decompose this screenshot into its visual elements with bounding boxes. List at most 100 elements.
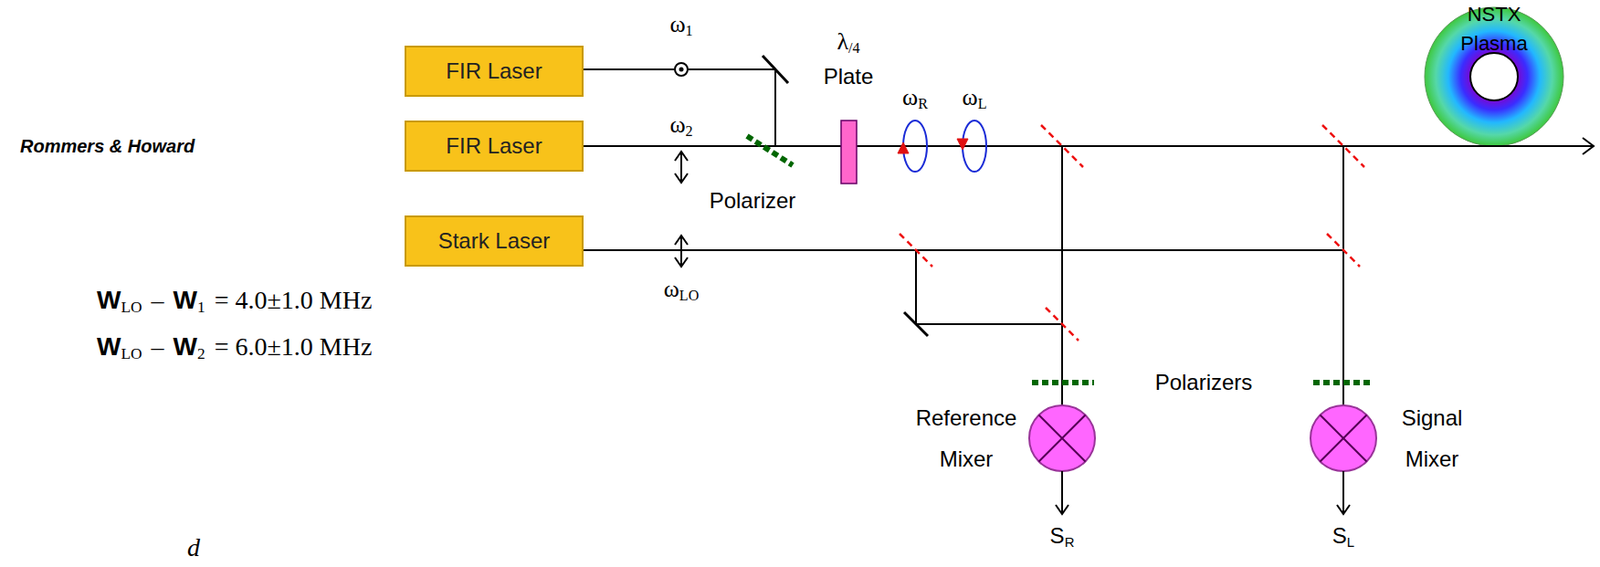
polarization-dot — [679, 67, 685, 73]
arrow-head — [674, 173, 688, 183]
label-text: W — [173, 332, 198, 361]
quarter-wave-plate — [841, 120, 857, 184]
label-group: Plate — [823, 64, 874, 89]
label-group: Reference — [915, 406, 1018, 431]
label-text: = 6.0±1.0 MHz — [214, 332, 373, 361]
label-text: Rommers & Howard — [20, 136, 195, 157]
label-group: WLO–W2= 6.0±1.0 MHz — [96, 333, 372, 363]
label-group: Mixer — [939, 447, 994, 472]
laser-box: FIR Laser — [404, 120, 584, 172]
arrow-head — [674, 235, 688, 245]
mixer-cross — [1039, 415, 1086, 463]
mirror — [904, 312, 928, 337]
laser-name: Stark Laser — [438, 228, 551, 254]
mixer — [1310, 405, 1377, 472]
mirror — [762, 55, 789, 84]
beam-splitter — [1322, 125, 1365, 168]
label-text: Plate — [823, 63, 874, 89]
subscript: /4 — [848, 40, 861, 56]
mixer-output — [1342, 471, 1345, 514]
polarization-arrow — [680, 151, 683, 183]
subscript: R — [917, 95, 928, 112]
label-text: ω — [902, 84, 918, 111]
polarizer — [747, 136, 793, 166]
subscript: LO — [120, 298, 142, 316]
label-text: – — [151, 332, 165, 361]
nstx-plasma — [1424, 7, 1564, 147]
subscript: 1 — [685, 22, 694, 39]
label-text: Signal — [1401, 405, 1464, 431]
beam-splitter — [1326, 233, 1360, 267]
arrow-head — [1336, 505, 1350, 515]
polarizer — [1313, 379, 1374, 386]
label-text: Mixer — [1405, 446, 1460, 472]
label-group: Rommers & Howard — [20, 136, 195, 157]
label-text: W — [96, 285, 121, 315]
label-text: NSTX — [1467, 2, 1522, 26]
mixer-cross — [1039, 415, 1086, 463]
arrow-head — [1055, 505, 1069, 515]
circular-polarization — [903, 120, 927, 172]
label-group: Mixer — [1405, 447, 1460, 472]
laser-name: FIR Laser — [445, 133, 542, 159]
label-text: ω — [669, 10, 685, 38]
lo-reference-beam — [915, 250, 1063, 325]
laser-box: FIR Laser — [404, 45, 584, 97]
label-group: ωL — [962, 84, 988, 113]
label-group: Plasma — [1460, 32, 1527, 55]
label-text: λ — [836, 28, 849, 55]
subscript: LO — [679, 287, 699, 304]
label-group: SL — [1332, 524, 1355, 550]
subscript: 1 — [197, 298, 206, 316]
subscript: R — [1064, 535, 1075, 550]
subscript: 2 — [685, 123, 694, 139]
label-text: Plasma — [1460, 31, 1527, 55]
label-text: Polarizers — [1155, 369, 1253, 395]
lo-beam — [583, 249, 1344, 252]
label-text: S — [1332, 523, 1348, 548]
label-group: d — [187, 534, 200, 563]
label-group: ωLO — [663, 276, 700, 305]
signal-beam — [1342, 146, 1345, 406]
label-text: ω — [962, 84, 979, 111]
label-text: ω — [663, 275, 680, 303]
laser1-beam — [583, 69, 776, 147]
arrow-head — [674, 257, 688, 267]
label-group: SR — [1050, 524, 1075, 550]
mixer-output — [1061, 471, 1064, 514]
beam-splitter — [1045, 307, 1079, 341]
label-text: d — [187, 533, 200, 562]
label-group: ωR — [902, 84, 928, 113]
label-text: Reference — [915, 405, 1018, 431]
subscript: LO — [120, 345, 142, 363]
label-group: NSTX — [1467, 3, 1522, 26]
label-text: = 4.0±1.0 MHz — [214, 285, 373, 315]
polarizer — [1031, 379, 1095, 386]
mixer — [1029, 405, 1095, 472]
subscript: L — [978, 95, 988, 112]
label-group: Polarizer — [709, 189, 797, 213]
label-text: S — [1050, 523, 1065, 548]
label-text: – — [151, 285, 165, 315]
label-group: ω2 — [669, 112, 693, 140]
label-group: λ/4 — [836, 29, 860, 57]
label-group: WLO–W1= 4.0±1.0 MHz — [96, 286, 372, 316]
subscript: 2 — [197, 345, 206, 363]
label-text: W — [173, 285, 198, 315]
label-text: Mixer — [939, 446, 994, 472]
laser-box: Stark Laser — [404, 215, 584, 267]
arrow-head — [674, 151, 688, 161]
circular-polarization — [962, 120, 987, 172]
label-text: ω — [669, 111, 685, 138]
mixer-cross — [1320, 415, 1368, 463]
label-group: ω1 — [669, 11, 693, 40]
rotation-arrow — [957, 138, 969, 150]
reference-beam — [1061, 146, 1064, 406]
polarization-arrow — [680, 235, 683, 267]
beam-splitter — [899, 233, 933, 267]
label-text: Polarizer — [709, 188, 797, 213]
rotation-arrow — [897, 142, 909, 154]
beam-splitter — [1041, 125, 1084, 168]
polarization-out-of-plane — [674, 63, 688, 76]
